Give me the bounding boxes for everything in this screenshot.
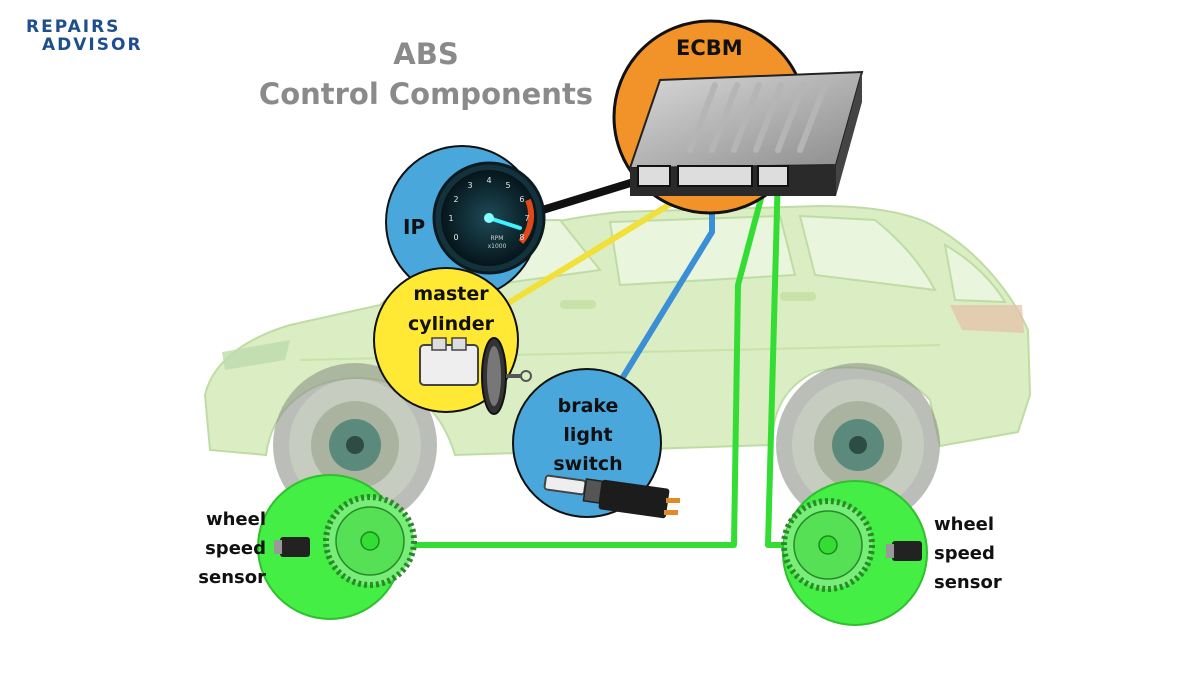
gauge-tick-labels: 0 1 23 4 56 7 8 (448, 176, 529, 242)
ecbm-connector-right (757, 165, 789, 187)
wheel-speed-sensor-right-label: wheel speed sensor (934, 510, 1024, 597)
master-cylinder-label-line1: master (413, 283, 489, 305)
brake-light-switch-label-line3: switch (553, 453, 623, 475)
title-line2: Control Components (258, 77, 594, 111)
wheel-speed-sensor-right-line3: sensor (934, 572, 1002, 593)
logo-line2: ADVISOR (42, 35, 143, 55)
brake-light-switch-component (512, 368, 680, 519)
gauge-tick-4: 4 (486, 176, 491, 185)
title-line1: ABS (393, 37, 459, 71)
logo-line1: REPAIRS (26, 17, 121, 37)
gauge-tick-5: 5 (505, 181, 510, 190)
ecbm-label: ECBM (676, 36, 743, 60)
wire-wheel-speed-left (397, 169, 771, 548)
diagram-title: ABS Control Components (246, 34, 606, 114)
wheel-speed-sensor-left-line2: speed (205, 538, 266, 559)
ecbm-connector-left (637, 165, 671, 187)
wheel-speed-sensor-left-line1: wheel (205, 509, 266, 530)
ip-label: IP (403, 215, 426, 239)
gauge-tick-3: 3 (467, 181, 472, 190)
brake-light-switch-label: brake light switch (530, 392, 646, 479)
gauge-tick-6: 6 (519, 195, 524, 204)
master-cylinder-label: master cylinder (393, 279, 509, 339)
brake-light-switch-label-line1: brake (557, 395, 619, 417)
gauge-tick-1: 1 (448, 214, 453, 223)
repairs-advisor-logo: REPAIRS ADVISOR (26, 18, 143, 54)
ecbm-component (612, 19, 864, 215)
master-cylinder-label-line2: cylinder (407, 313, 495, 335)
gauge-tick-2: 2 (454, 195, 459, 204)
gauge-needle (487, 216, 522, 230)
ip-component: 0 1 23 4 56 7 8 RPM x1000 (385, 145, 546, 299)
wheel-speed-sensor-right-line1: wheel (934, 514, 995, 535)
gauge-tick-7: 7 (524, 214, 529, 223)
wheel-speed-sensor-left-line3: sensor (198, 567, 266, 588)
gauge-tick-8: 8 (519, 233, 524, 242)
gauge-unit-multiplier: x1000 (488, 243, 507, 250)
car-wheel-rear (776, 363, 940, 527)
ecbm-connector-middle (677, 165, 753, 187)
gauge-unit-rpm: RPM (491, 235, 504, 242)
wheel-speed-sensor-right-component (781, 480, 928, 626)
brake-light-switch-label-line2: light (563, 424, 613, 446)
wheel-speed-sensor-right-line2: speed (934, 543, 995, 564)
master-cylinder-component (373, 267, 532, 415)
wheel-speed-sensor-left-label: wheel speed sensor (186, 505, 266, 592)
wheel-speed-sensor-left-component (257, 474, 417, 620)
gauge-tick-0: 0 (454, 233, 459, 242)
